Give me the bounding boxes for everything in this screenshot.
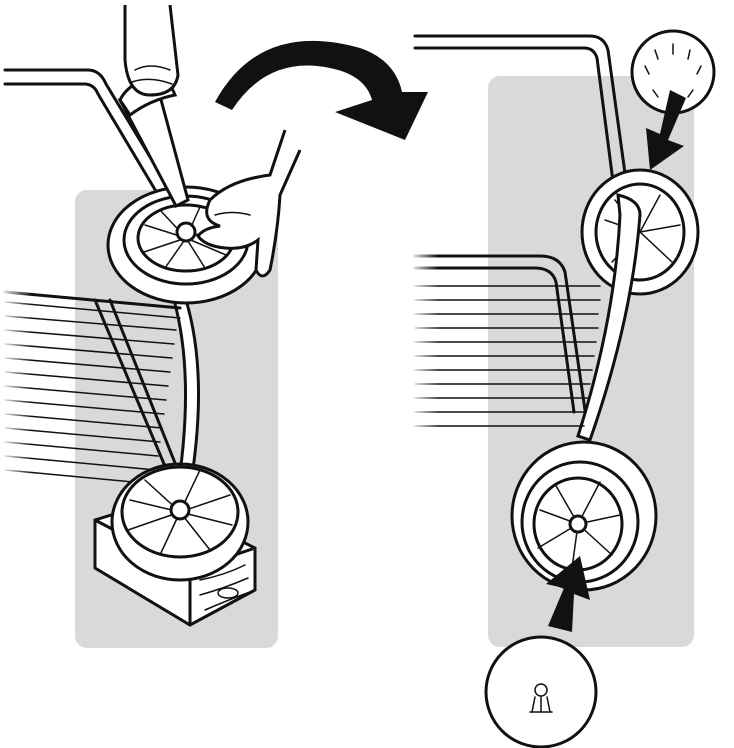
- right-upper-wheel: [582, 170, 698, 294]
- right-lower-wheel: [512, 442, 656, 590]
- logo-cap-icon: [486, 637, 596, 747]
- rotate-arrow-icon: [215, 41, 428, 140]
- hammer-hand-icon: [125, 5, 178, 95]
- left-lower-wheel: [112, 464, 248, 580]
